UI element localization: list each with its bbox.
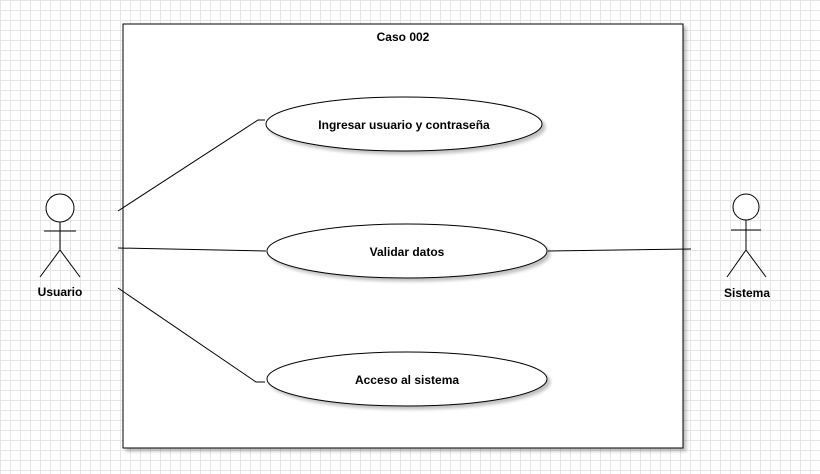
use-case-label: Validar datos	[370, 245, 445, 259]
association-usuario-uc3[interactable]	[117, 287, 265, 383]
actor-sistema[interactable]	[726, 193, 767, 278]
use-case-uc3[interactable]: Acceso al sistema	[266, 351, 548, 407]
actor-left-leg	[39, 249, 61, 278]
system-boundary-title: Caso 002	[377, 30, 430, 44]
use-case-ellipse[interactable]	[265, 96, 543, 152]
use-case-uc1[interactable]: Ingresar usuario y contraseña	[265, 96, 543, 152]
use-case-uc2[interactable]: Validar datos	[266, 223, 548, 279]
actor-label-sistema: Sistema	[724, 286, 770, 300]
association-usuario-uc2[interactable]	[117, 247, 267, 252]
actor-head-icon	[45, 193, 75, 223]
use-case-ellipse[interactable]	[266, 351, 548, 407]
actor-usuario[interactable]	[39, 193, 81, 278]
use-case-label: Acceso al sistema	[355, 373, 459, 387]
association-usuario-uc1[interactable]	[117, 119, 265, 212]
actor-right-leg	[59, 249, 81, 278]
actor-label-usuario: Usuario	[38, 285, 83, 299]
actor-left-leg	[726, 249, 747, 278]
association-sistema-uc2[interactable]	[547, 248, 692, 252]
associations	[117, 119, 692, 383]
use-case-ellipse[interactable]	[266, 223, 548, 279]
actor-right-leg	[745, 249, 767, 278]
actor-head-icon	[732, 193, 760, 221]
use-case-label: Ingresar usuario y contraseña	[318, 118, 490, 132]
